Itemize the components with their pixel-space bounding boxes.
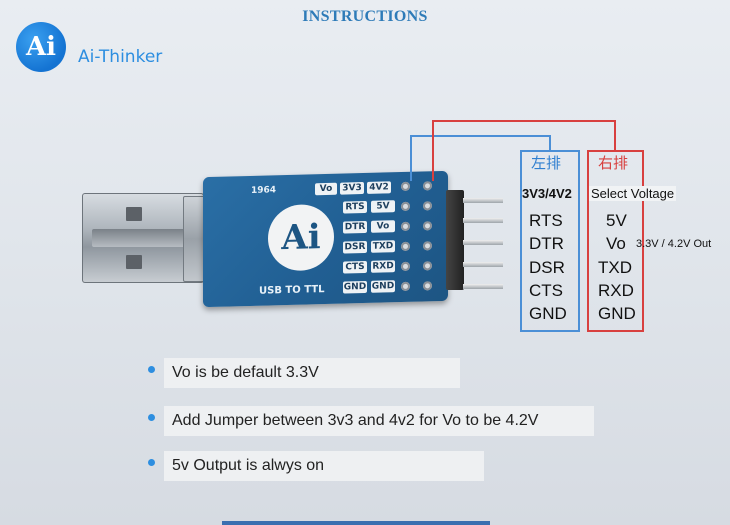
left-column-header: 3V3/4V2 — [522, 186, 572, 201]
pin-pad — [423, 181, 432, 191]
note-item: Vo is be default 3.3V — [164, 358, 460, 388]
board-logo: Ai — [268, 203, 334, 272]
header-pin — [463, 262, 503, 267]
pin-header — [446, 190, 464, 290]
blue-connector-line — [549, 135, 551, 151]
header-pin — [463, 240, 503, 245]
board-pin-label: CTS — [343, 260, 367, 274]
pin-pad — [401, 181, 410, 192]
pin-pad — [401, 261, 410, 272]
pin-name: Vo — [606, 234, 626, 254]
pin-name: GND — [529, 304, 567, 324]
pin-pad — [423, 221, 432, 231]
usb-hole — [126, 255, 142, 269]
jumper-3v3-label: 3V3 — [340, 181, 364, 195]
pin-pad — [401, 241, 410, 252]
right-pin-list: 5V Vo TXD RXD GND — [598, 209, 636, 325]
right-row-heading: 右排 — [598, 154, 629, 172]
pin-name: CTS — [529, 280, 563, 300]
pin-name: RXD — [598, 280, 634, 300]
left-pin-list: RTS DTR DSR CTS GND — [529, 209, 567, 325]
vo-label: Vo — [315, 182, 337, 196]
pin-name: DTR — [529, 234, 564, 254]
pin-name: 5V — [606, 211, 627, 230]
blue-connector-line — [410, 135, 412, 181]
pin-pad — [401, 281, 410, 292]
board-pin-label: RXD — [371, 260, 395, 273]
usb-tongue — [92, 229, 192, 247]
pin-pad — [423, 261, 432, 271]
jumper-4v2-label: 4V2 — [367, 181, 391, 194]
left-row-box — [520, 150, 580, 332]
page-title: INSTRUCTIONS — [302, 8, 428, 25]
usb-ttl-board: 1964 Vo 3V3 4V2 Ai USB TO TTL RTS DTR DS… — [203, 170, 448, 308]
board-pin-label: 5V — [371, 200, 395, 213]
board-pin-label: GND — [343, 280, 367, 294]
red-connector-line — [614, 120, 616, 151]
pin-name: GND — [598, 304, 636, 324]
select-voltage-label: Select Voltage — [589, 186, 677, 201]
ai-thinker-logo: Ai — [16, 22, 66, 72]
bottom-accent-bar — [222, 521, 490, 525]
board-pin-label: DTR — [343, 220, 367, 234]
note-item: 5v Output is alwys on — [164, 451, 484, 481]
pin-pad — [423, 281, 432, 291]
pin-name: RTS — [529, 211, 563, 230]
bullet-dot — [148, 414, 155, 421]
note-item: Add Jumper between 3v3 and 4v2 for Vo to… — [164, 406, 594, 436]
board-pin-label: TXD — [371, 240, 395, 253]
pin-name: TXD — [598, 257, 632, 277]
header-pin — [463, 284, 503, 289]
board-pin-label: GND — [371, 280, 395, 293]
board-bottom-text: USB TO TTL — [259, 284, 325, 297]
pin-pad — [401, 221, 410, 232]
board-pin-label: RTS — [343, 200, 367, 214]
header-pin — [463, 198, 503, 203]
board-model: 1964 — [251, 185, 277, 196]
red-connector-line — [432, 120, 434, 181]
blue-connector-line — [410, 135, 550, 137]
header-pin — [463, 218, 503, 223]
board-pin-label: Vo — [371, 220, 395, 233]
pin-name: DSR — [529, 257, 565, 277]
left-row-heading: 左排 — [531, 154, 562, 172]
right-row-box — [587, 150, 644, 332]
bullet-dot — [148, 366, 155, 373]
red-connector-line — [432, 120, 615, 122]
vo-output-note: 3.3V / 4.2V Out — [636, 238, 712, 250]
brand-name: Ai-Thinker — [78, 47, 163, 67]
pin-pad — [423, 241, 432, 251]
pin-pad — [401, 201, 410, 212]
usb-hole — [126, 207, 142, 221]
board-pin-label: DSR — [343, 240, 367, 254]
pin-pad — [423, 201, 432, 211]
bullet-dot — [148, 459, 155, 466]
